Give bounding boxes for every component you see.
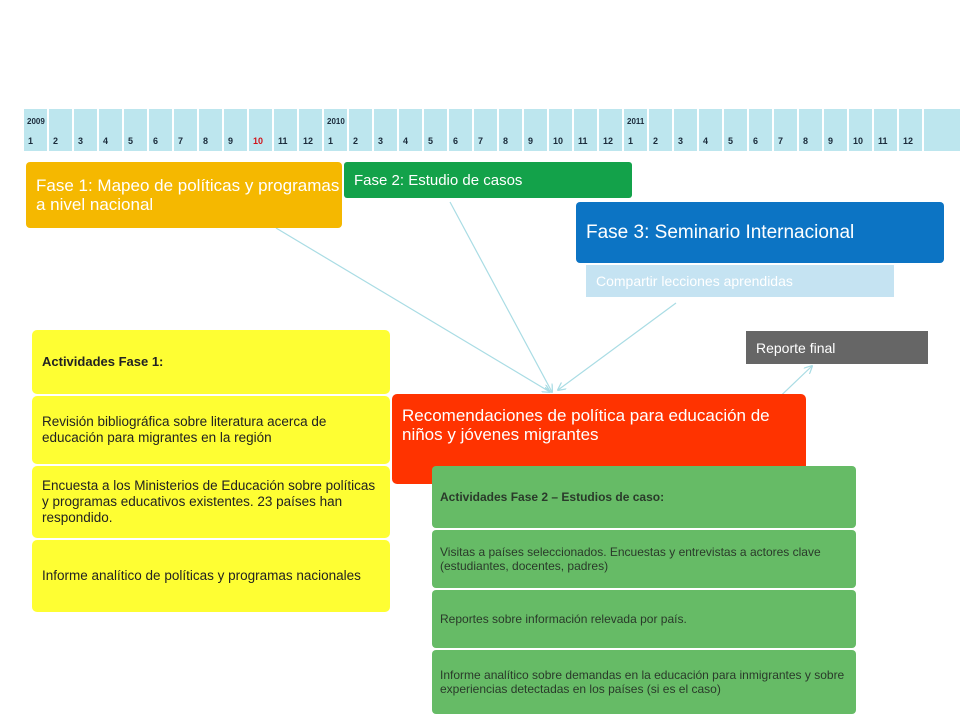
timeline-month-cell: 4 (399, 109, 424, 151)
timeline-month-cell: 5 (424, 109, 449, 151)
timeline-month-label: 3 (378, 136, 384, 146)
timeline-month-label: 6 (753, 136, 759, 146)
timeline-month-label: 6 (153, 136, 159, 146)
timeline-month-label: 9 (828, 136, 834, 146)
share-lessons-box: Compartir lecciones aprendidas (586, 265, 894, 297)
phase2-activity-item: Reportes sobre información relevada por … (432, 590, 856, 648)
timeline-month-cell: 5 (124, 109, 149, 151)
timeline-month-cell: 7 (774, 109, 799, 151)
phase1-activity-item: Encuesta a los Ministerios de Educación … (32, 466, 390, 538)
arrow-phase2-to-recs (449, 201, 552, 392)
phase3-banner: Fase 3: Seminario Internacional (576, 202, 944, 263)
timeline-month-cell: 11 (874, 109, 899, 151)
timeline-month-cell: 4 (699, 109, 724, 151)
timeline-tail (924, 109, 960, 151)
timeline-month-label: 5 (728, 136, 734, 146)
phase2-banner: Fase 2: Estudio de casos (344, 162, 632, 198)
timeline-month-cell: 8 (199, 109, 224, 151)
timeline-month-cell: 12 (899, 109, 924, 151)
timeline-month-cell: 3 (674, 109, 699, 151)
phase2-activities-title: Actividades Fase 2 – Estudios de caso: (432, 466, 856, 528)
timeline-month-cell: 10 (249, 109, 274, 151)
timeline-month-label: 2 (653, 136, 659, 146)
timeline-month-cell: 5 (724, 109, 749, 151)
phase1-banner: Fase 1: Mapeo de políticas y programas a… (26, 162, 342, 228)
timeline-month-label: 4 (103, 136, 109, 146)
timeline-year-label: 2011 (627, 117, 645, 126)
timeline-month-cell: 2009 1 (24, 109, 49, 151)
timeline-month-cell: 2010 1 (324, 109, 349, 151)
timeline-month-label: 5 (428, 136, 434, 146)
timeline-month-label: 3 (678, 136, 684, 146)
timeline-month-label: 7 (478, 136, 484, 146)
timeline-month-cell: 3 (374, 109, 399, 151)
timeline-month-cell: 2011 1 (624, 109, 649, 151)
timeline-month-label: 5 (128, 136, 134, 146)
timeline-month-cell: 12 (599, 109, 624, 151)
timeline-month-cell: 8 (499, 109, 524, 151)
timeline-year-label: 2010 (327, 117, 345, 126)
timeline-month-label: 2 (53, 136, 59, 146)
timeline-month-cell: 6 (749, 109, 774, 151)
arrow-share-to-recs (558, 302, 677, 390)
timeline-year-label: 2009 (27, 117, 45, 126)
timeline-month-cell: 4 (99, 109, 124, 151)
timeline-month-label: 9 (528, 136, 534, 146)
timeline-month-label: 11 (578, 136, 588, 146)
timeline-month-label: 10 (853, 136, 864, 146)
timeline-month-label: 11 (278, 136, 288, 146)
timeline-month-cell: 6 (149, 109, 174, 151)
timeline-month-cell: 8 (799, 109, 824, 151)
timeline-month-label: 12 (903, 136, 914, 146)
timeline-month-label: 1 (328, 136, 334, 146)
timeline-month-label: 3 (78, 136, 84, 146)
timeline-month-cell: 9 (824, 109, 849, 151)
timeline-month-label: 12 (603, 136, 614, 146)
phase2-activity-item: Visitas a países seleccionados. Encuesta… (432, 530, 856, 588)
timeline-month-label: 10 (553, 136, 564, 146)
phase2-activity-item: Informe analítico sobre demandas en la e… (432, 650, 856, 714)
timeline-month-label: 4 (403, 136, 409, 146)
timeline-month-label: 12 (303, 136, 314, 146)
timeline-month-cell: 9 (224, 109, 249, 151)
timeline-month-cell: 7 (174, 109, 199, 151)
timeline-month-label: 11 (878, 136, 888, 146)
timeline-month-cell: 3 (74, 109, 99, 151)
phase1-activity-item: Revisión bibliográfica sobre literatura … (32, 396, 390, 464)
timeline-month-label: 1 (628, 136, 634, 146)
final-report-box: Reporte final (746, 331, 928, 364)
timeline-month-cell: 9 (524, 109, 549, 151)
timeline-month-cell: 10 (549, 109, 574, 151)
timeline-month-label: 8 (203, 136, 209, 146)
phase1-activities-title: Actividades Fase 1: (32, 330, 390, 394)
timeline-month-label: 6 (453, 136, 459, 146)
timeline-month-cell: 2 (649, 109, 674, 151)
timeline-month-label: 8 (503, 136, 509, 146)
timeline-month-label: 10 (253, 136, 264, 146)
timeline-month-label: 4 (703, 136, 709, 146)
timeline-month-label: 2 (353, 136, 359, 146)
timeline-month-label: 8 (803, 136, 809, 146)
timeline-month-cell: 2 (349, 109, 374, 151)
timeline-month-cell: 10 (849, 109, 874, 151)
timeline-month-label: 7 (778, 136, 784, 146)
timeline-month-label: 1 (28, 136, 34, 146)
timeline-month-cell: 11 (274, 109, 299, 151)
timeline-month-cell: 12 (299, 109, 324, 151)
timeline-month-label: 7 (178, 136, 184, 146)
timeline-month-cell: 11 (574, 109, 599, 151)
timeline-month-cell: 7 (474, 109, 499, 151)
phase1-activity-item: Informe analítico de políticas y program… (32, 540, 390, 612)
timeline-month-cell: 6 (449, 109, 474, 151)
timeline-month-cell: 2 (49, 109, 74, 151)
timeline-month-label: 9 (228, 136, 234, 146)
